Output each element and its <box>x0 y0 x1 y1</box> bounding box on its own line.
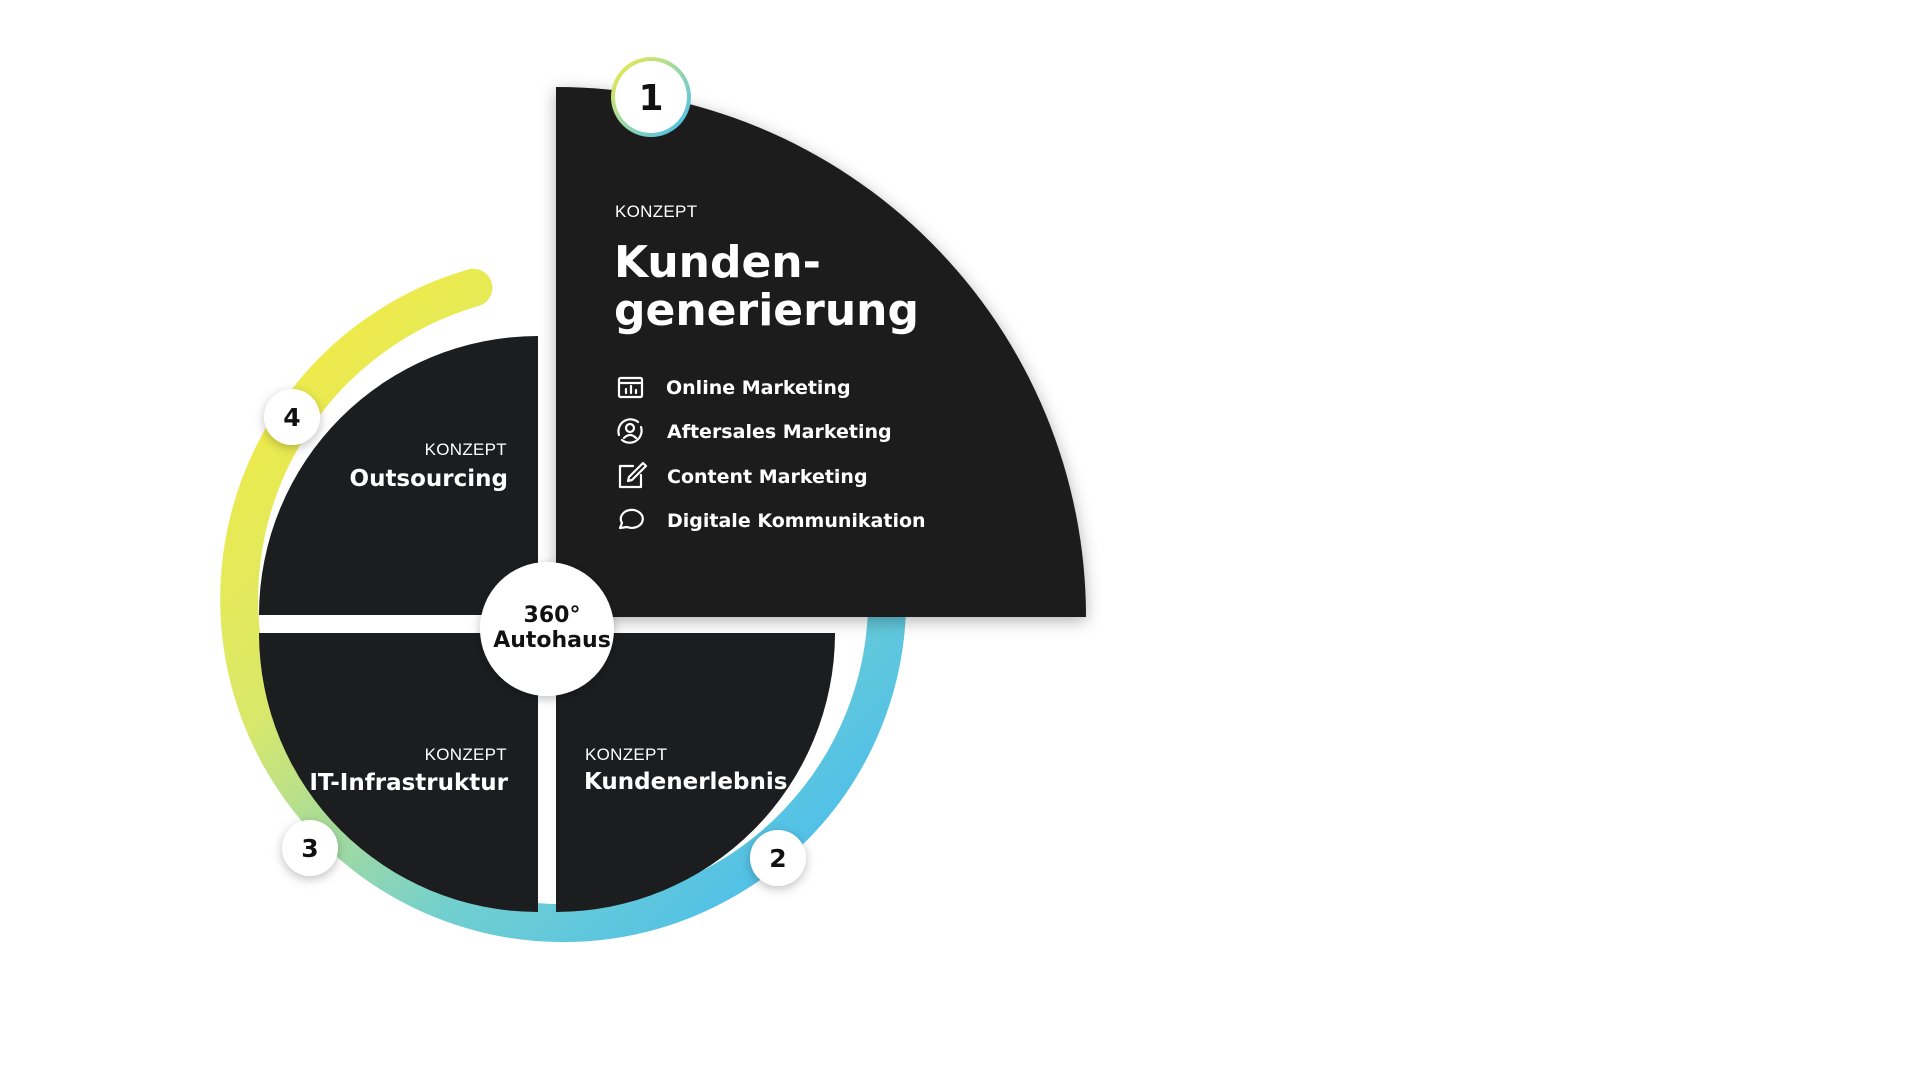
item-content-marketing[interactable]: Content Marketing <box>667 466 868 488</box>
chart-window-icon <box>617 376 644 399</box>
center-circle <box>480 562 614 696</box>
edit-icon <box>618 461 648 489</box>
item-digitale-kommunikation[interactable]: Digitale Kommunikation <box>667 510 926 532</box>
center-line1: 360° <box>524 603 581 628</box>
user-cycle-icon <box>617 418 643 444</box>
quadrant-kundenerlebnis[interactable] <box>556 633 835 912</box>
badge-2[interactable] <box>750 830 806 886</box>
outsourcing-title: Outsourcing <box>350 466 508 492</box>
center-line2: Autohaus <box>493 628 611 653</box>
item-aftersales-marketing[interactable]: Aftersales Marketing <box>667 421 892 443</box>
item-online-marketing[interactable]: Online Marketing <box>666 377 851 399</box>
kundenerlebnis-title: Kundenerlebnis <box>584 769 787 795</box>
badge-1[interactable] <box>615 61 687 133</box>
outsourcing-kicker: KONZEPT <box>425 440 507 459</box>
badge-3-number: 3 <box>301 834 318 863</box>
it-infrastruktur-kicker: KONZEPT <box>425 745 507 764</box>
badge-4[interactable] <box>264 389 320 445</box>
kundengenerierung-title-line2: generierung <box>614 285 919 336</box>
badge-1-number: 1 <box>638 78 663 119</box>
kundenerlebnis-kicker: KONZEPT <box>585 745 667 764</box>
kundengenerierung-title-line1: Kunden- <box>614 237 821 288</box>
quadrant-it-infrastruktur[interactable] <box>259 633 538 912</box>
badge-2-number: 2 <box>769 844 786 873</box>
quadrant-outsourcing[interactable] <box>259 336 538 615</box>
kundengenerierung-kicker: KONZEPT <box>615 202 697 221</box>
chat-bubble-icon <box>618 508 644 530</box>
badge-4-number: 4 <box>283 403 300 432</box>
badge-3[interactable] <box>282 820 338 876</box>
quadrant-kundengenerierung[interactable] <box>556 87 1086 617</box>
it-infrastruktur-title: IT-Infrastruktur <box>309 770 508 796</box>
